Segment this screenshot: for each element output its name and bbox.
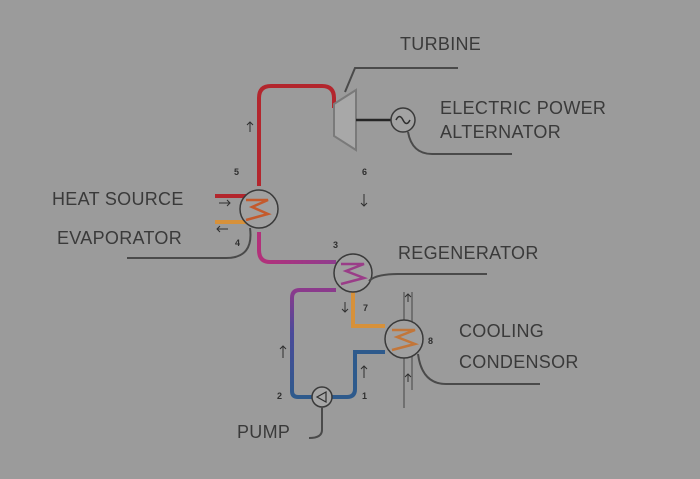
state-point-7: 7 xyxy=(363,303,368,313)
heat-source-in-arrow-icon xyxy=(219,199,231,207)
regenerator-heat-exchanger-icon xyxy=(333,253,373,293)
cooling-label: COOLING xyxy=(459,321,544,341)
state-point-1: 1 xyxy=(362,391,367,401)
flow-arrow-up-icon xyxy=(279,345,287,358)
alternator-leader-line xyxy=(407,131,512,155)
pipe-pump-to-regenerator xyxy=(290,288,336,399)
flow-arrow-up-icon xyxy=(360,365,368,378)
state-point-4: 4 xyxy=(235,238,240,248)
pipe-regenerator-to-evaporator xyxy=(257,232,336,264)
flow-arrow-up-icon xyxy=(246,121,254,132)
cooling-out-arrow-icon xyxy=(404,293,412,302)
pump-label: PUMP xyxy=(237,422,290,442)
turbine-leader-line xyxy=(344,67,458,93)
evaporator-label: EVAPORATOR xyxy=(57,228,182,248)
pump-icon xyxy=(311,386,333,408)
regenerator-label: REGENERATOR xyxy=(398,243,539,263)
pump-leader-line xyxy=(308,407,323,439)
state-point-8: 8 xyxy=(428,336,433,346)
condenser-leader-line xyxy=(417,353,540,385)
evaporator-heat-exchanger-icon xyxy=(239,189,279,229)
electric-power-label: ELECTRIC POWER xyxy=(440,98,606,118)
heat-source-out-arrow-icon xyxy=(216,225,228,233)
evaporator-leader-line xyxy=(127,227,252,259)
state-point-6: 6 xyxy=(362,167,367,177)
cooling-in-arrow-icon xyxy=(404,373,412,382)
sine-wave-icon xyxy=(395,115,411,125)
condensor-label: CONDENSOR xyxy=(459,352,579,372)
flow-arrow-down-icon xyxy=(360,194,368,207)
state-point-3: 3 xyxy=(333,240,338,250)
pipe-evaporator-to-turbine xyxy=(257,84,336,186)
pipe-regenerator-to-condenser xyxy=(351,292,385,328)
state-point-5: 5 xyxy=(234,167,239,177)
regenerator-leader-line xyxy=(368,273,487,282)
turbine-label: TURBINE xyxy=(400,34,481,54)
alternator-label: ALTERNATOR xyxy=(440,122,561,142)
pipe-condenser-to-pump xyxy=(332,350,385,399)
heat-source-label: HEAT SOURCE xyxy=(52,189,184,209)
state-point-2: 2 xyxy=(277,391,282,401)
turbine-icon xyxy=(333,88,357,152)
flow-arrow-down-icon xyxy=(341,302,349,313)
condenser-heat-exchanger-icon xyxy=(384,319,424,359)
